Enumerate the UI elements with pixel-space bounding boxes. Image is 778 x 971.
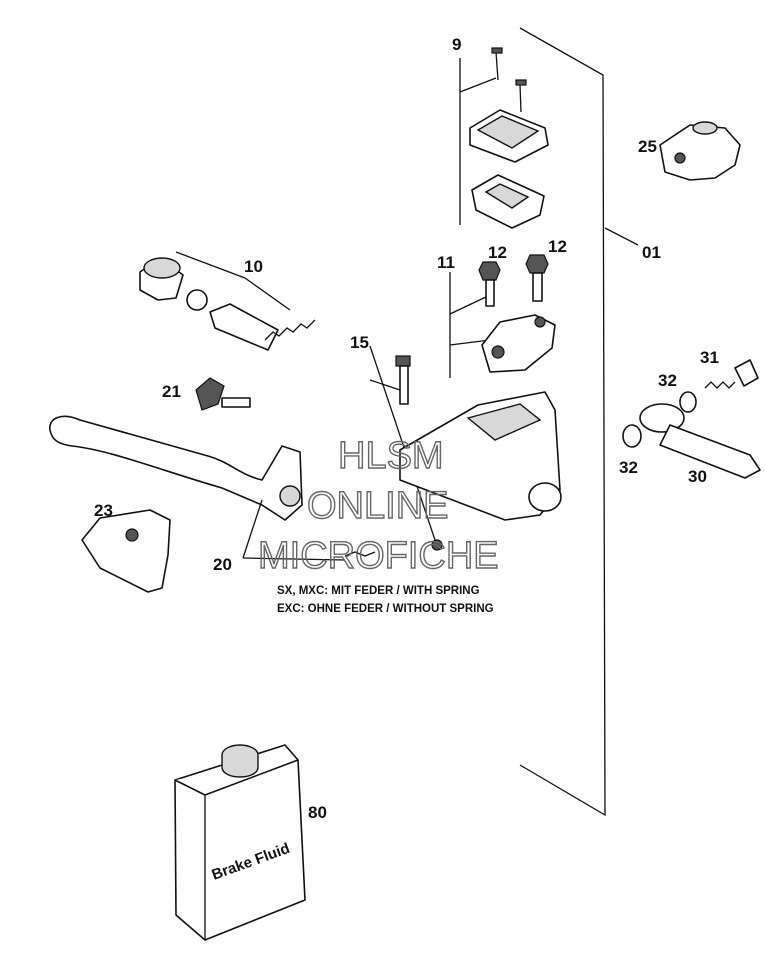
part-31-banjo-bolt[interactable]	[704, 359, 759, 389]
part-30-brake-hose[interactable]	[639, 403, 761, 479]
part-15-pivot-bolt[interactable]	[369, 345, 443, 551]
callout-25: 25	[638, 137, 657, 156]
master-cylinder-body[interactable]	[399, 391, 562, 521]
part-10-piston-kit[interactable]	[139, 251, 316, 351]
part-25-clamp[interactable]	[659, 121, 741, 181]
callout-31: 31	[700, 348, 719, 367]
callout-10: 10	[244, 257, 263, 276]
reservoir-gasket[interactable]	[471, 174, 545, 229]
callout-21: 21	[162, 382, 181, 401]
callout-11: 11	[437, 253, 455, 272]
callout-01: 01	[642, 243, 661, 262]
watermark-line-2: ONLINE	[307, 485, 448, 527]
note-without-spring: EXC: OHNE FEDER / WITHOUT SPRING	[277, 603, 494, 615]
callout-15: 15	[350, 333, 369, 352]
part-21-adjuster[interactable]	[195, 377, 251, 411]
part-32-washer-lower[interactable]	[622, 424, 642, 448]
callout-80: 80	[308, 803, 327, 822]
callout-9: 9	[452, 35, 461, 54]
handlebar-clamp[interactable]	[481, 314, 556, 373]
watermark-line-3: MICROFICHE	[258, 535, 499, 577]
watermark: HLSM ONLINE MICROFICHE	[257, 434, 499, 577]
reservoir-cover[interactable]	[469, 109, 549, 163]
part-32-washer-upper[interactable]	[679, 391, 697, 413]
assembly-bracket-01	[519, 27, 639, 817]
callout-32a: 32	[658, 371, 677, 390]
part-23-lever-guard[interactable]	[81, 509, 171, 593]
callout-32b: 32	[619, 458, 638, 477]
part-11-12-bolts[interactable]	[449, 254, 549, 378]
watermark-line-1: HLSM	[338, 435, 444, 477]
note-with-spring: SX, MXC: MIT FEDER / WITH SPRING	[277, 585, 480, 597]
callout-12a: 12	[488, 243, 507, 262]
callout-12b: 12	[548, 237, 567, 256]
callout-30: 30	[688, 467, 707, 486]
part-9-screws[interactable]	[459, 47, 527, 225]
part-20-brake-lever[interactable]	[49, 415, 376, 561]
callout-20: 20	[213, 555, 232, 574]
part-80-brake-fluid-bottle[interactable]: Brake Fluid	[174, 744, 306, 941]
callout-23: 23	[94, 501, 113, 520]
